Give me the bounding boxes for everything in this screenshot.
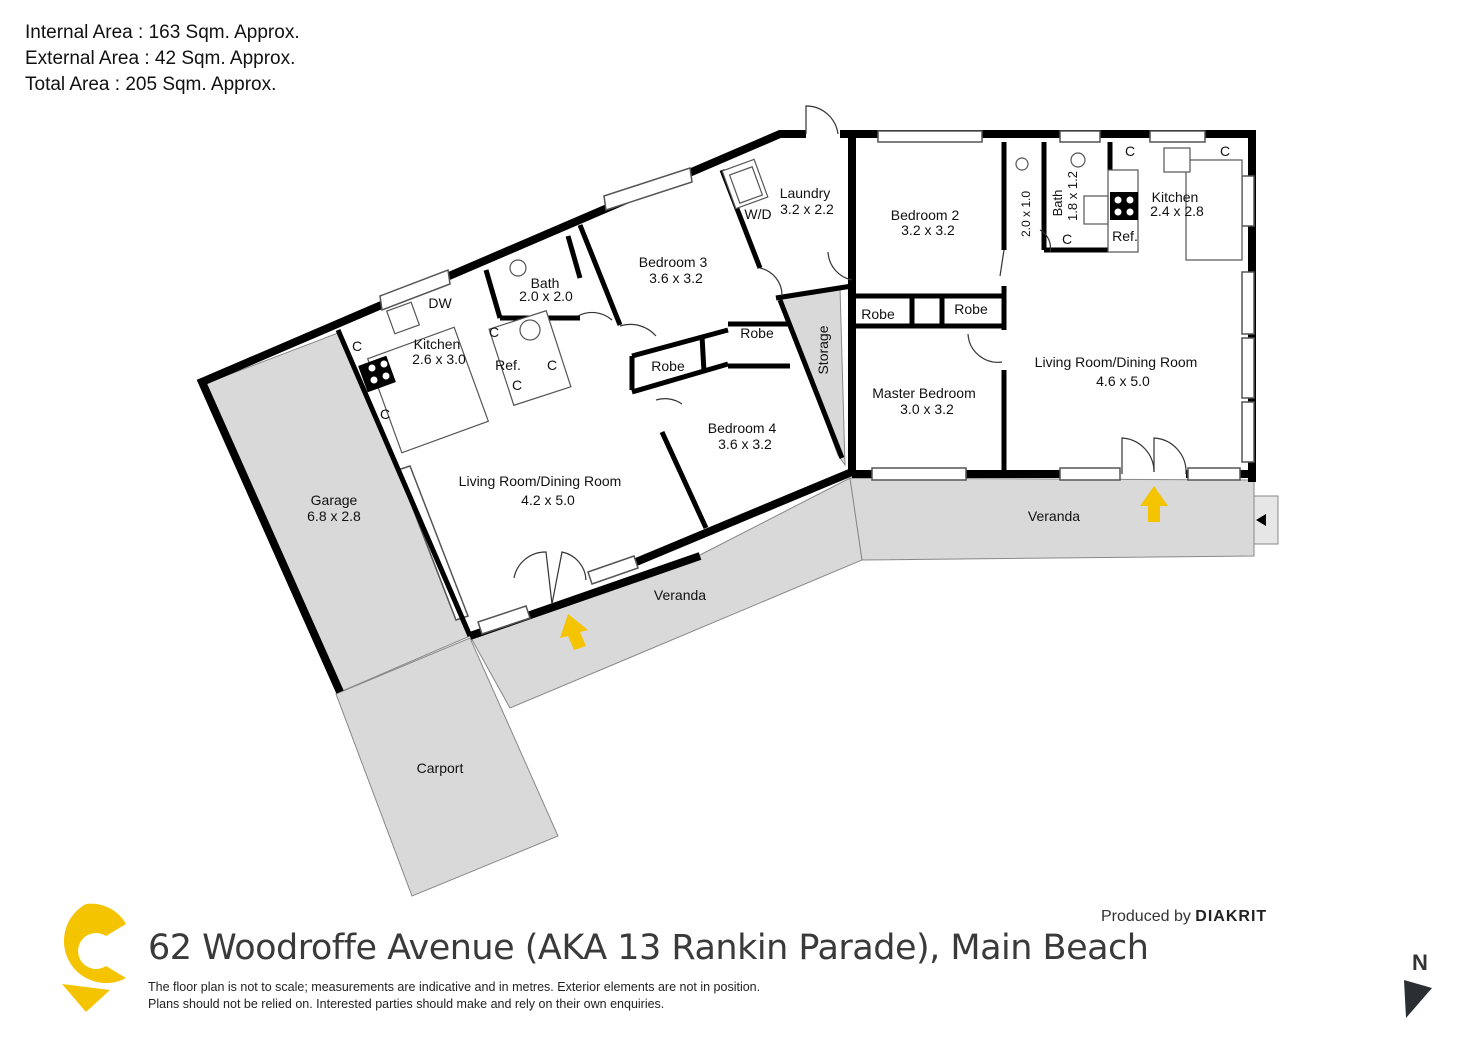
living2-size: 4.6 x 5.0 (1096, 373, 1150, 389)
kitchen1-size: 2.6 x 3.0 (412, 351, 466, 367)
bedroom2-label: Bedroom 2 (891, 207, 960, 223)
bath2-size: 1.8 x 1.2 (1065, 171, 1080, 221)
kitchen2-size: 2.4 x 2.8 (1150, 203, 1204, 219)
master-label: Master Bedroom (872, 385, 975, 401)
bedroom3-size: 3.6 x 3.2 (649, 270, 703, 286)
disclaimer-line-1: The floor plan is not to scale; measurem… (148, 980, 761, 994)
robe-label: Robe (861, 306, 895, 322)
bedroom4-label: Bedroom 4 (708, 420, 777, 436)
fridge-label: Ref. (1112, 228, 1138, 244)
cupboard-label: C (1062, 231, 1072, 247)
cupboard-label: C (1220, 143, 1230, 159)
doors (513, 105, 1187, 605)
robe-label: Robe (740, 325, 774, 341)
property-address: 62 Woodroffe Avenue (AKA 13 Rankin Parad… (148, 928, 1149, 968)
bedroom4-size: 3.6 x 3.2 (718, 436, 772, 452)
disclaimer: The floor plan is not to scale; measurem… (148, 979, 760, 1013)
bath1-size: 2.0 x 2.0 (519, 288, 573, 304)
step-arrow-icon (1256, 514, 1266, 526)
kitchen1-label: Kitchen (414, 336, 461, 352)
producer-credit: Produced by DIAKRIT (1101, 908, 1267, 926)
veranda2-label: Veranda (1028, 508, 1080, 524)
carport-label: Carport (417, 760, 464, 776)
cupboard-label: C (512, 377, 522, 393)
dishwasher-label: DW (428, 295, 452, 311)
washer-dryer-label: W/D (744, 206, 771, 222)
cupboard-label: C (489, 324, 499, 340)
garage-label: Garage (311, 492, 358, 508)
garage-size: 6.8 x 2.8 (307, 508, 361, 524)
internal-area: Internal Area : 163 Sqm. Approx. (25, 22, 300, 43)
living2-label: Living Room/Dining Room (1035, 354, 1198, 370)
robe-label: Robe (651, 358, 685, 374)
robe-label: Robe (954, 301, 988, 317)
interior-walls (335, 142, 1113, 637)
bedroom3-label: Bedroom 3 (639, 254, 708, 270)
master-size: 3.0 x 3.2 (900, 401, 954, 417)
fridge-label: Ref. (495, 357, 521, 373)
kitchen2-label: Kitchen (1152, 189, 1199, 205)
fixtures (366, 147, 1243, 454)
bedroom2-size: 3.2 x 3.2 (901, 222, 955, 238)
external-area: External Area : 42 Sqm. Approx. (25, 48, 296, 69)
area-summary: Internal Area : 163 Sqm. Approx. Externa… (25, 20, 300, 98)
cupboard-label: C (1125, 143, 1135, 159)
total-area: Total Area : 205 Sqm. Approx. (25, 74, 277, 95)
cupboard-label: C (547, 357, 557, 373)
laundry-label: Laundry (780, 185, 831, 201)
brand-logo-icon (62, 903, 126, 1012)
cupboard-label: C (352, 338, 362, 354)
wc-size: 2.0 x 1.0 (1019, 191, 1033, 237)
living1-label: Living Room/Dining Room (459, 473, 622, 489)
north-arrow-icon: N (1404, 950, 1432, 1018)
north-label: N (1412, 950, 1428, 975)
bath1-label: Bath (531, 275, 560, 291)
living1-size: 4.2 x 5.0 (521, 492, 575, 508)
entry-arrow-icon (560, 486, 1168, 650)
bath2-label: Bath (1050, 190, 1065, 217)
producer-brand: DIAKRIT (1195, 908, 1268, 925)
veranda1-label: Veranda (654, 587, 706, 603)
storage-label: Storage (815, 325, 831, 374)
laundry-size: 3.2 x 2.2 (780, 201, 834, 217)
disclaimer-line-2: Plans should not be relied on. Intereste… (148, 997, 665, 1011)
produced-by-text: Produced by (1101, 908, 1191, 925)
carport-area (335, 637, 559, 897)
cupboard-label: C (380, 406, 390, 422)
